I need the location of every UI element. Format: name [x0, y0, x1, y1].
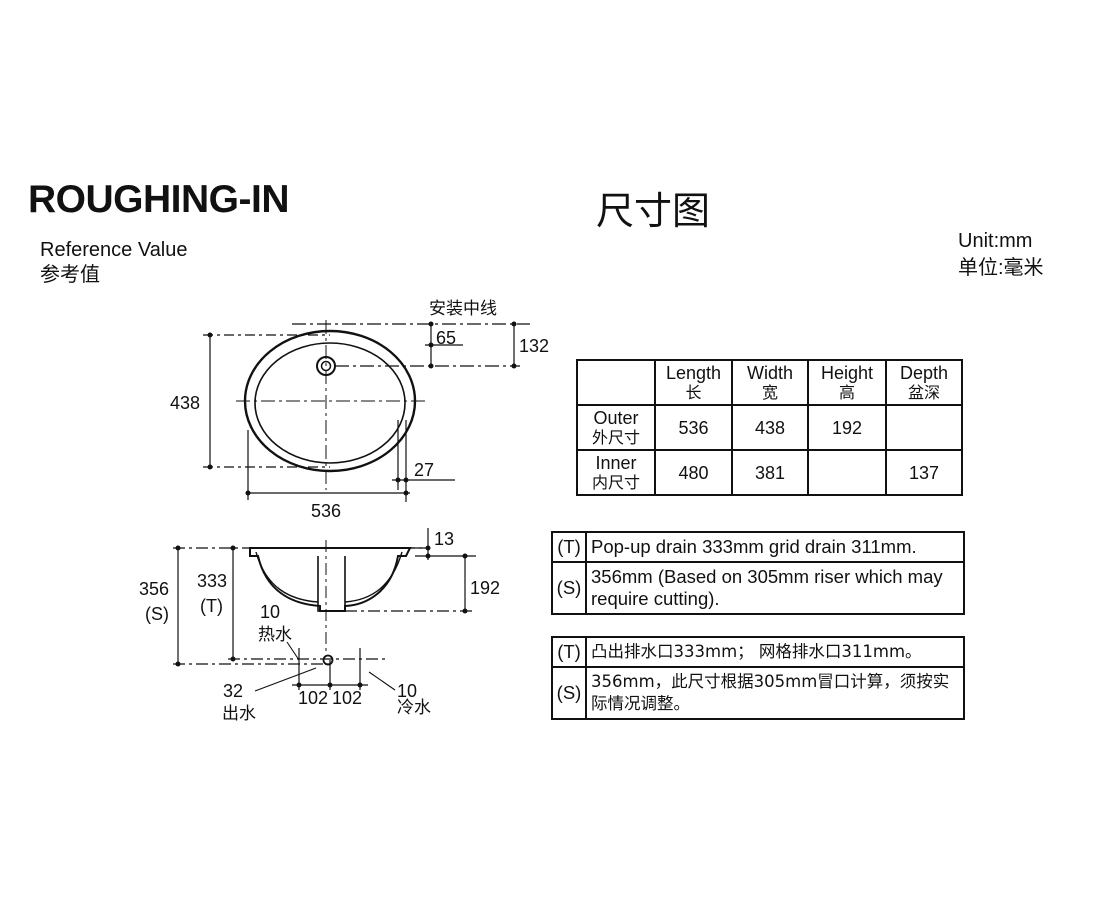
note-row: (T) Pop-up drain 333mm grid drain 311mm. [551, 531, 965, 563]
unit-label-en: Unit:mm [958, 230, 1033, 252]
page-title: ROUGHING-IN [28, 178, 290, 221]
outer-height: 192 [807, 404, 887, 451]
basin-inner-bowl [254, 342, 406, 464]
inner-height [807, 449, 887, 496]
outer-length: 536 [654, 404, 733, 451]
outer-depth [885, 404, 963, 451]
inner-depth: 137 [885, 449, 963, 496]
inner-length: 480 [654, 449, 733, 496]
note-text: 356mm，此尺寸根据305mm冒口计算，须按实际情况调整。 [585, 666, 965, 720]
note-text: 356mm (Based on 305mm riser which may re… [585, 561, 965, 615]
note-key: (T) [551, 531, 587, 563]
dim-356-s-label: (S) [145, 604, 169, 624]
cold-size-label: 10 [397, 681, 417, 701]
dim-65-label: 65 [436, 328, 456, 348]
unit-label-zh: 单位:毫米 [958, 257, 1044, 279]
notes-table-zh: (T) 凸出排水口333mm； 网格排水口311mm。 (S) 356mm，此尺… [551, 636, 965, 720]
note-row: (S) 356mm，此尺寸根据305mm冒口计算，须按实际情况调整。 [551, 666, 965, 720]
note-key: (T) [551, 636, 587, 668]
note-key: (S) [551, 666, 587, 720]
outer-width: 438 [731, 404, 809, 451]
dim-132-label: 132 [519, 336, 549, 356]
outlet-label: 出水 [222, 704, 256, 724]
reference-label-en: Reference Value [40, 239, 188, 261]
install-centerline-label: 安装中线 [429, 299, 497, 319]
dim-536-label: 536 [311, 501, 341, 521]
hot-leader [286, 641, 300, 661]
outlet-size-label: 32 [223, 681, 243, 701]
side-view-dots [175, 545, 468, 688]
note-row: (S) 356mm (Based on 305mm riser which ma… [551, 561, 965, 615]
hot-size-label: 10 [260, 602, 280, 622]
plan-view-dots [207, 321, 517, 496]
dim-27-label: 27 [414, 460, 434, 480]
outlet-pipe-marker [322, 654, 334, 666]
dim-13-label: 13 [434, 529, 454, 549]
dim-438-label: 438 [170, 393, 200, 413]
basin-inner-curve-left [255, 551, 319, 603]
drain-body [317, 556, 346, 612]
side-view [173, 528, 476, 692]
notes-table-en: (T) Pop-up drain 333mm grid drain 311mm.… [551, 531, 965, 615]
dim-356-label: 356 [139, 579, 169, 599]
reference-note: Reference Value 参考值 [40, 238, 188, 288]
plan-view [203, 320, 530, 502]
note-text: Pop-up drain 333mm grid drain 311mm. [585, 531, 965, 563]
page-title-chinese: 尺寸图 [596, 189, 711, 233]
basin-inner-curve-right [344, 551, 403, 603]
outlet-leader [254, 667, 317, 692]
dim-333-t-label: (T) [200, 596, 223, 616]
hot-water-label: 热水 [258, 625, 292, 645]
dim-333-label: 333 [197, 571, 227, 591]
spacing-right-label: 102 [332, 688, 362, 708]
cold-water-label: 冷水 [397, 698, 431, 718]
cold-leader [368, 671, 396, 691]
inner-width: 381 [731, 449, 809, 496]
note-text: 凸出排水口333mm； 网格排水口311mm。 [585, 636, 965, 668]
note-key: (S) [551, 561, 587, 615]
header-cell-empty [576, 359, 656, 406]
dim-192-label: 192 [470, 578, 500, 598]
unit-note: Unit:mm 单位:毫米 [958, 228, 1044, 282]
note-row: (T) 凸出排水口333mm； 网格排水口311mm。 [551, 636, 965, 668]
spacing-left-label: 102 [298, 688, 328, 708]
reference-label-zh: 参考值 [40, 264, 100, 286]
